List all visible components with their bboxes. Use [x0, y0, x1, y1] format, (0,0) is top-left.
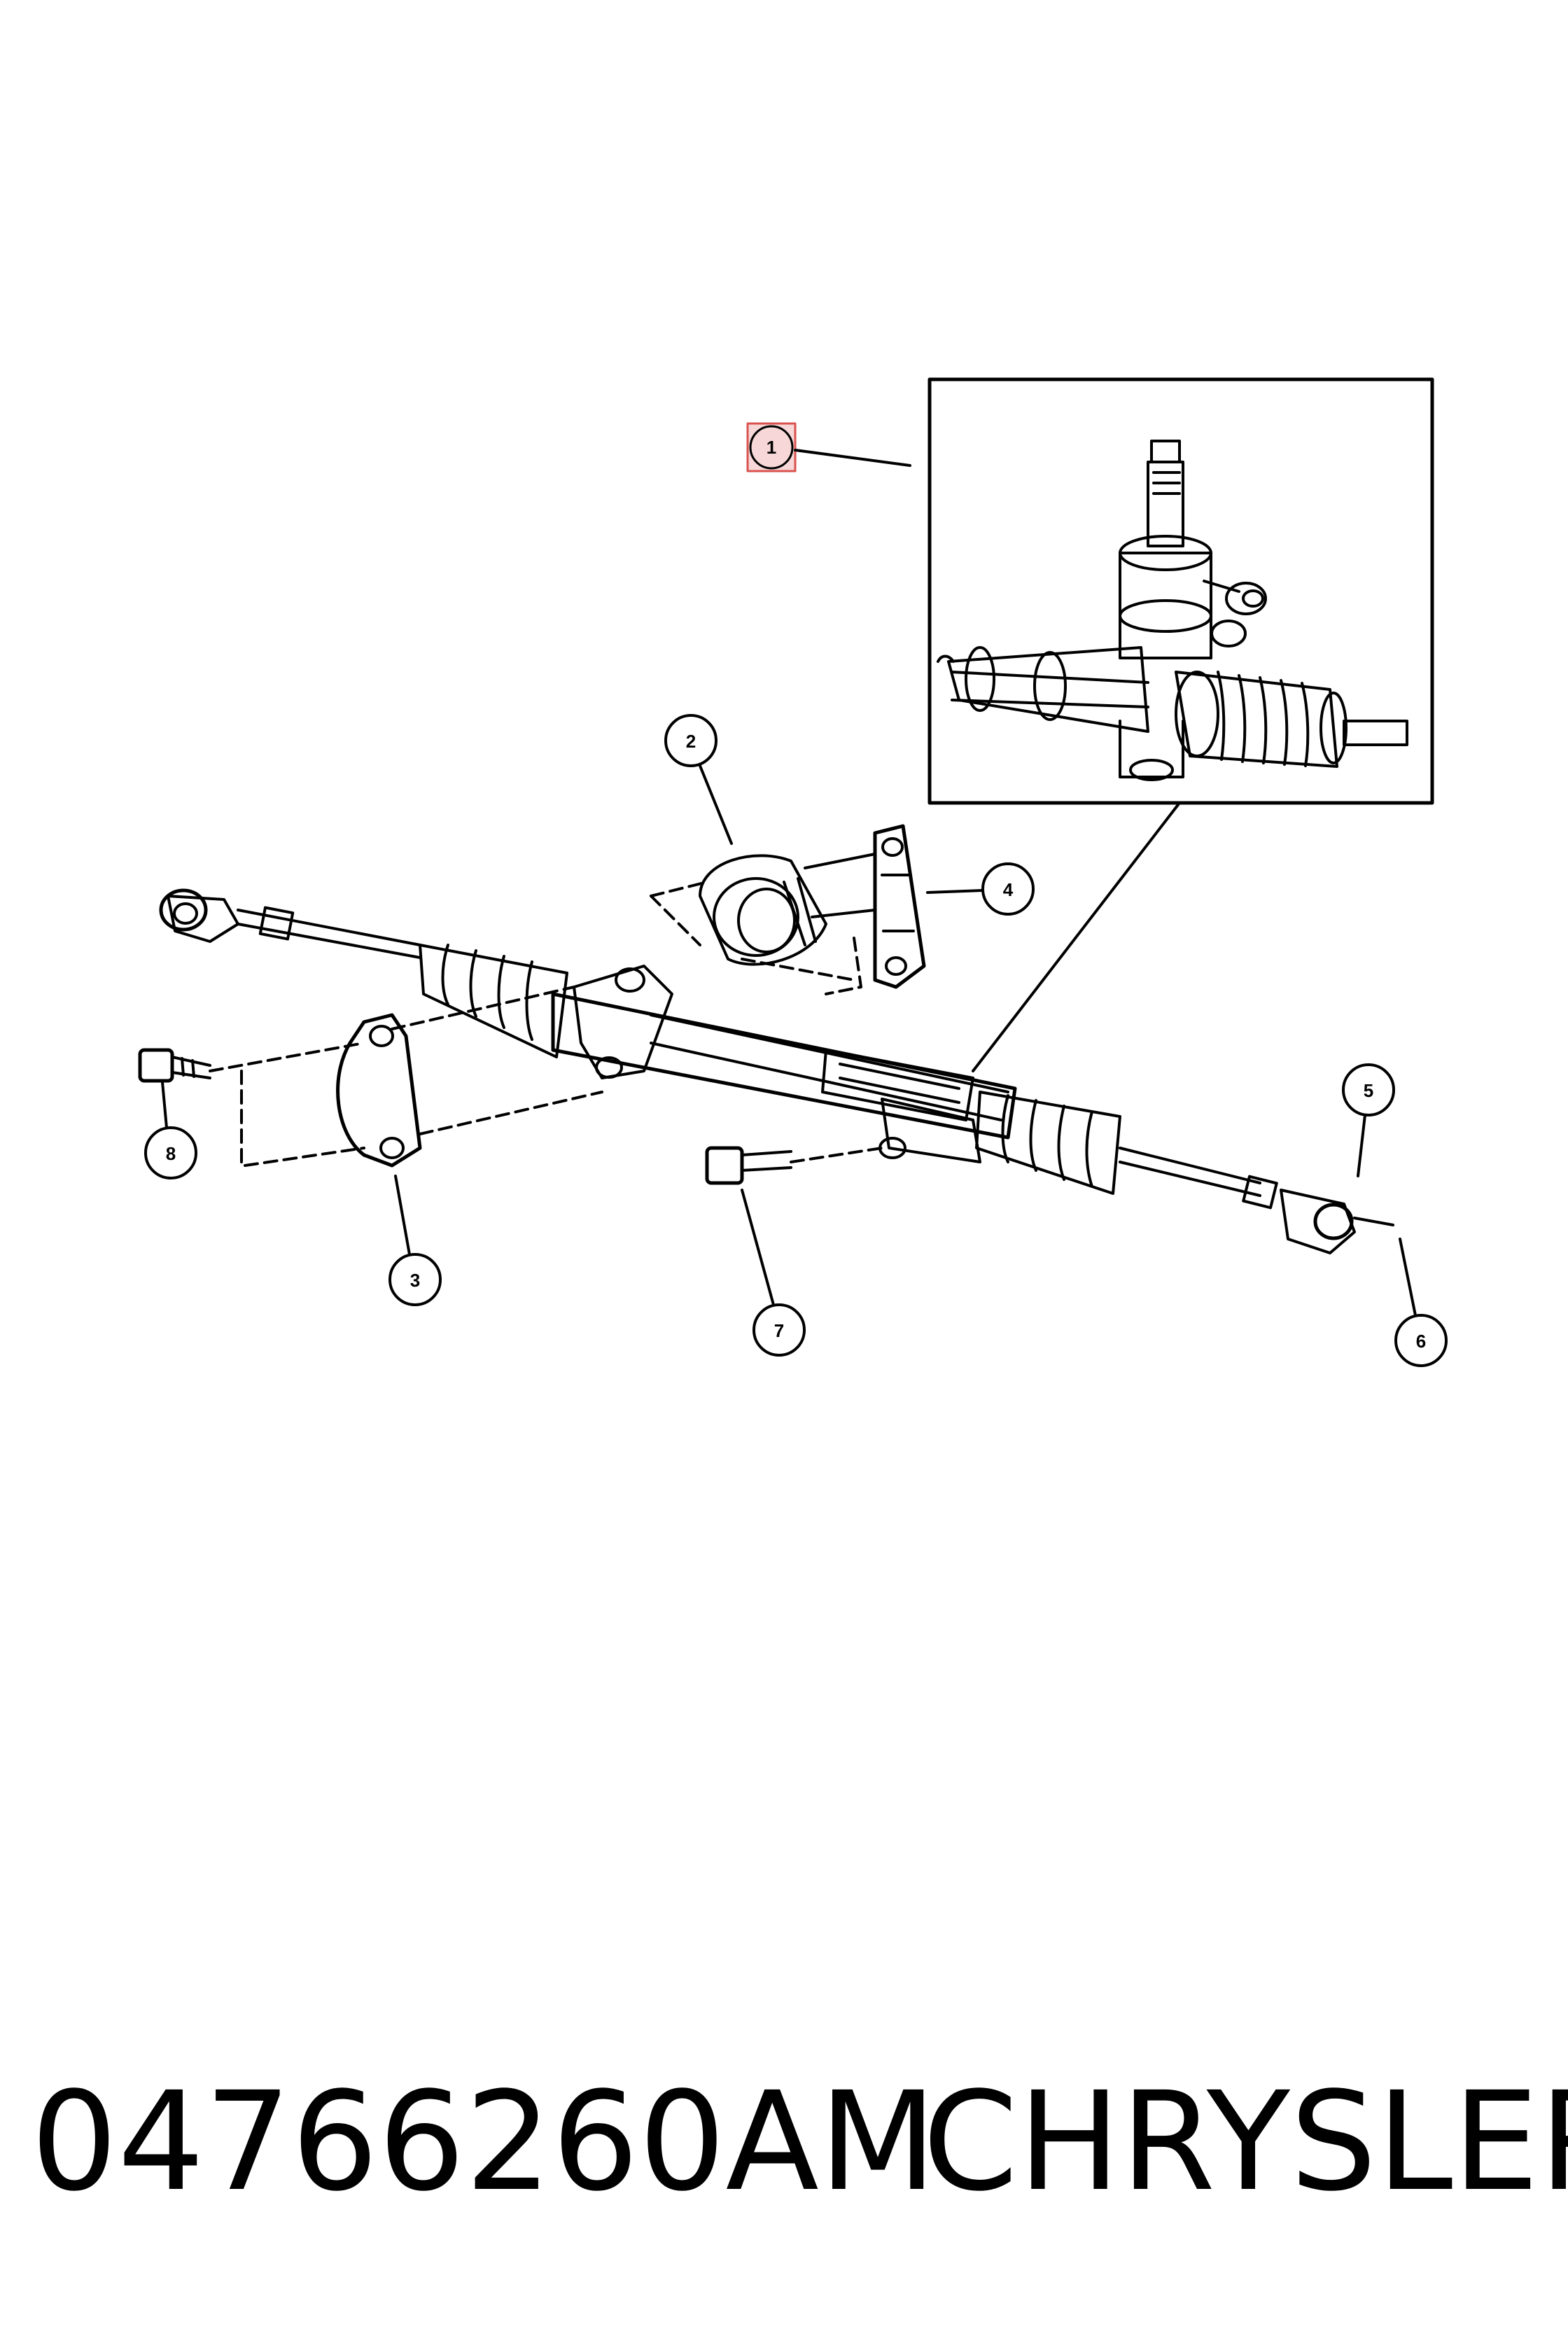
- brand-name: CHRYSLER: [923, 2062, 1568, 2221]
- callout-7-label: 7: [774, 1320, 784, 1341]
- callout-6[interactable]: 6: [1394, 1238, 1448, 1367]
- callout-4-label: 4: [1003, 879, 1014, 900]
- callout-8[interactable]: 8: [144, 1081, 197, 1180]
- footer: 04766260AM CHRYSLER: [0, 2058, 1568, 2226]
- inset-detail-box: [927, 377, 1434, 1072]
- bolt-part-8: [138, 1048, 211, 1083]
- callout-6-label: 6: [1416, 1331, 1426, 1352]
- callout-1[interactable]: 1: [746, 422, 911, 472]
- bracket-part-4: [804, 824, 926, 995]
- callout-1-label: 1: [766, 437, 776, 458]
- part-number: 04766260AM: [31, 2062, 937, 2221]
- clamp-part-3: [209, 986, 603, 1168]
- callout-3-label: 3: [410, 1270, 420, 1291]
- bolt-part-7: [705, 1146, 883, 1185]
- callout-4[interactable]: 4: [926, 862, 1035, 916]
- callout-3[interactable]: 3: [388, 1175, 442, 1306]
- callout-5-label: 5: [1364, 1080, 1373, 1101]
- callout-8-label: 8: [166, 1143, 176, 1164]
- callout-7[interactable]: 7: [741, 1189, 806, 1357]
- callout-2[interactable]: 2: [664, 714, 733, 845]
- callout-5[interactable]: 5: [1342, 1063, 1395, 1177]
- steering-rack-assembly: [159, 888, 1394, 1254]
- bushing-part-2: [650, 854, 855, 981]
- callout-2-label: 2: [686, 731, 696, 752]
- inset-steering-gear-drawing: [937, 440, 1408, 781]
